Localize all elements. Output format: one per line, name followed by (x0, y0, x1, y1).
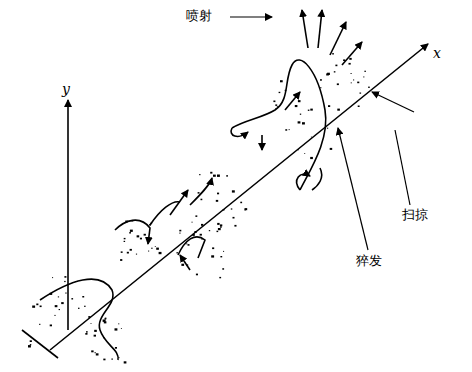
y-axis (67, 100, 69, 330)
ejection-arrow (318, 10, 322, 48)
ejection-arrow (342, 42, 362, 65)
vortex-arrow (170, 190, 188, 215)
vortex-swirl (231, 128, 248, 136)
callout-label: 喷射 (186, 9, 212, 23)
vortex-swirl (178, 237, 205, 258)
leader-line (230, 16, 272, 17)
axis-label: x (433, 46, 441, 61)
vortex-leg (150, 202, 180, 225)
vortex-leg (312, 168, 322, 190)
particle-dots (28, 53, 370, 363)
leader-line (395, 130, 410, 205)
ejection-arrow (302, 10, 308, 48)
wall-line (22, 330, 58, 358)
callout-label: 猝发 (356, 254, 382, 268)
vortex-arrow (285, 92, 300, 110)
x-axis (50, 44, 428, 350)
axis-label: y (62, 82, 70, 97)
hairpin-vortex (232, 60, 326, 190)
vortex-swirl (297, 174, 310, 190)
low-speed-streak (40, 279, 118, 360)
vortex-arrow (190, 178, 212, 205)
callout-label: 扫掠 (402, 208, 428, 222)
ejection-arrow (330, 22, 346, 55)
leader-line (372, 92, 414, 112)
vortex-arrow (261, 135, 263, 150)
leader-line (338, 128, 368, 250)
vortex-arrow (180, 255, 190, 270)
vortex-swirl (115, 220, 150, 244)
